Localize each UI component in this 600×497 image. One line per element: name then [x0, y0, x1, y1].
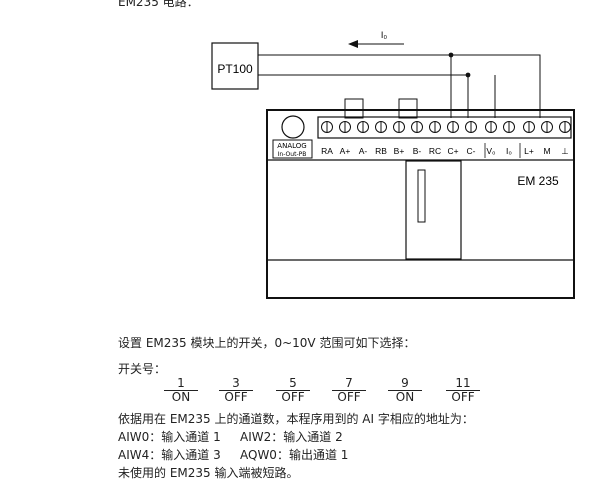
- terminal-screw: [375, 121, 387, 133]
- terminal-screw: [465, 121, 477, 133]
- terminal-label: M: [543, 146, 550, 156]
- terminal-screw: [357, 121, 369, 133]
- terminal-screw: [393, 121, 405, 133]
- terminal-screw: [485, 121, 497, 133]
- calibration-knob: [281, 115, 305, 139]
- terminal-label: B-: [413, 146, 422, 156]
- door-latch: [417, 169, 426, 223]
- terminal-screw: [429, 121, 441, 133]
- switch-title: 开关号：: [118, 362, 167, 376]
- module-door: [405, 160, 462, 260]
- terminal-label: I₀: [506, 146, 512, 156]
- terminal-label: RA: [321, 146, 333, 156]
- module-name: EM 235: [517, 174, 559, 188]
- terminal-label: L+: [524, 146, 534, 156]
- jumper-b: [398, 98, 418, 119]
- terminal-label: ⊥: [561, 146, 569, 156]
- terminal-label: C-: [467, 146, 476, 156]
- terminal-label: RB: [375, 146, 387, 156]
- terminal-label: RC: [429, 146, 441, 156]
- terminal-strip: [317, 116, 572, 139]
- terminal-label: C+: [447, 146, 458, 156]
- terminal-label: B+: [394, 146, 405, 156]
- address-intro: 依据用在 EM235 上的通道数，本程序用到的 AI 字相应的地址为：: [118, 412, 474, 426]
- pt100-sensor: [211, 42, 259, 90]
- terminal-screw: [339, 121, 351, 133]
- current-label: I₀: [381, 30, 388, 40]
- terminal-screw: [447, 121, 459, 133]
- intro-text: 设置 EM235 模块上的开关，0~10V 范围可如下选择：: [118, 336, 416, 350]
- jumper-a: [344, 98, 364, 119]
- terminal-label: A-: [359, 146, 368, 156]
- aiw2-line: AIW2：输入通道 2: [240, 430, 343, 444]
- em235-wiring-diagram: ANALOG In-Out-PB RA A+ A- RB B+ B- RC C+ C- V₀ I₀ L…: [211, 30, 575, 299]
- terminal-screw: [559, 121, 571, 133]
- unused-note: 未使用的 EM235 输入端被短路。: [118, 466, 299, 480]
- terminal-screw: [523, 121, 535, 133]
- analog-sub-label: In-Out-PB: [278, 151, 307, 158]
- analog-label: ANALOG: [277, 142, 306, 150]
- page-caption: EM235 电路：: [118, 0, 199, 9]
- aqw0-line: AQW0：输出通道 1: [240, 448, 349, 462]
- aiw0-line: AIW0：输入通道 1: [118, 430, 221, 444]
- pt100-label: PT100: [217, 62, 253, 76]
- terminal-screw: [411, 121, 423, 133]
- terminal-label: A+: [340, 146, 351, 156]
- terminal-screw: [503, 121, 515, 133]
- terminal-label: V₀: [486, 146, 496, 156]
- terminal-screw: [541, 121, 553, 133]
- terminal-screw: [321, 121, 333, 133]
- wire-top: [258, 54, 541, 118]
- module-body: [266, 109, 575, 299]
- aiw4-line: AIW4：输入通道 3: [118, 448, 221, 462]
